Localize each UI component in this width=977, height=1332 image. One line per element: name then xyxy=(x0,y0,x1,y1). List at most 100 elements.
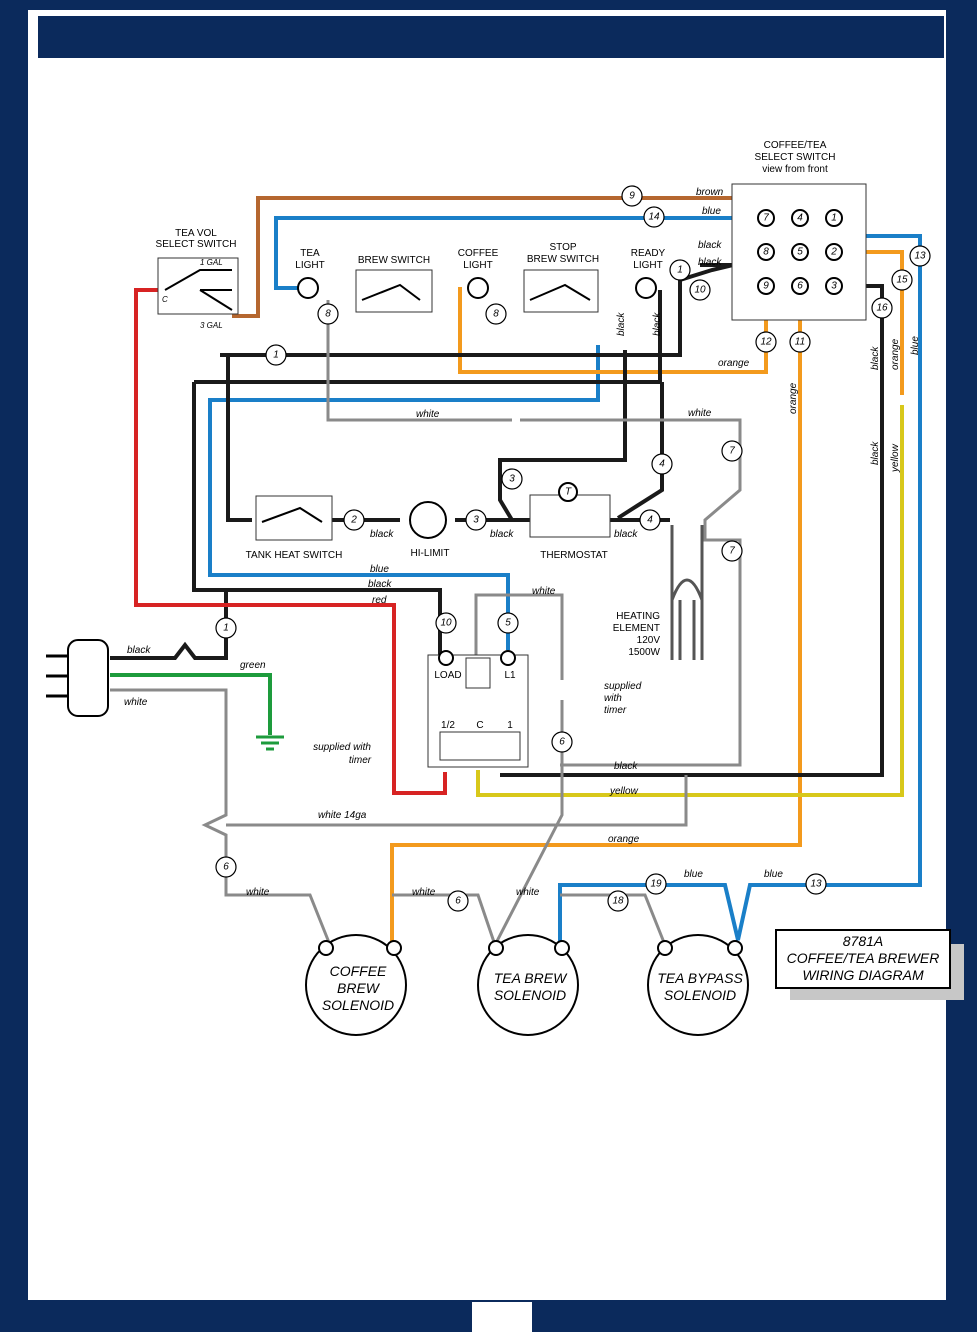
bubble-7-b xyxy=(721,540,743,562)
wire-black-6 xyxy=(498,350,627,522)
heating-element-label-3: 120V xyxy=(637,635,661,646)
label-white-sol-2: white xyxy=(412,887,436,898)
bubble-15 xyxy=(891,269,913,291)
timer-load-label: LOAD xyxy=(434,670,461,681)
supplied-with-timer-b1: supplied xyxy=(604,681,642,692)
wire-white-4 xyxy=(226,775,688,827)
wire-white-7 xyxy=(560,893,667,946)
tea-vol-label-2: SELECT SWITCH xyxy=(156,239,237,250)
bubble-8-a xyxy=(317,303,339,325)
bubble-19-text: 19 xyxy=(650,879,662,890)
label-red: red xyxy=(372,595,387,606)
label-brown: brown xyxy=(696,187,724,198)
tea-solenoid-terminal-b xyxy=(554,940,570,956)
terminal-5: 5 xyxy=(797,247,803,258)
bubble-1-top-text: 1 xyxy=(677,265,683,276)
bubble-10-top-text: 10 xyxy=(694,285,706,296)
bubble-18-text: 18 xyxy=(612,896,624,907)
coffee-solenoid-label-1: COFFEE xyxy=(330,963,387,979)
timer-1-label: 1 xyxy=(507,720,513,731)
bubble-7-a xyxy=(721,440,743,462)
label-white-1: white xyxy=(416,409,440,420)
label-black-v2: black xyxy=(652,312,663,336)
wire-black-plug xyxy=(110,590,228,660)
timer-c-label: C xyxy=(476,720,483,731)
bypass-solenoid-label-2: SOLENOID xyxy=(664,987,736,1003)
label-orange-v: orange xyxy=(788,382,799,414)
timer-half-label: 1/2 xyxy=(441,720,455,731)
supplied-with-timer-b3: timer xyxy=(604,705,627,716)
tea-solenoid-label-1: TEA BREW xyxy=(494,970,568,986)
bubble-16 xyxy=(871,297,893,319)
label-blue-mid: blue xyxy=(370,564,389,575)
heating-element xyxy=(670,525,704,660)
wire-white-3 xyxy=(110,688,332,946)
bubble-6-left xyxy=(215,856,237,878)
coffee-brew-solenoid xyxy=(305,934,407,1036)
brew-switch-label: BREW SWITCH xyxy=(358,255,430,266)
bubble-3-text: 3 xyxy=(473,515,479,526)
bubble-5 xyxy=(497,612,519,634)
stop-brew-switch-contact xyxy=(529,283,591,301)
bubble-13-text: 13 xyxy=(810,879,822,890)
timer-inner xyxy=(439,731,521,761)
bubble-8-b xyxy=(485,303,507,325)
wire-white-5 xyxy=(392,893,497,946)
bubble-10-text: 10 xyxy=(440,618,452,629)
thermostat-t: T xyxy=(565,487,572,498)
bypass-solenoid-terminal-b xyxy=(727,940,743,956)
coffee-solenoid-label-3: SOLENOID xyxy=(322,997,394,1013)
wire-white-8 xyxy=(474,593,564,680)
ground-symbol xyxy=(256,735,284,751)
label-orange-12: orange xyxy=(718,358,750,369)
label-yellow-bottom: yellow xyxy=(609,786,639,797)
bubble-2-text: 2 xyxy=(350,515,357,526)
bubble-1-left-text: 1 xyxy=(273,350,279,361)
stop-brew-switch-body xyxy=(523,269,599,313)
label-black-4: black xyxy=(614,529,638,540)
hi-limit-label: HI-LIMIT xyxy=(411,548,450,559)
bubble-6-timer-text: 6 xyxy=(559,737,565,748)
label-white-2: white xyxy=(688,408,712,419)
label-orange-bottom: orange xyxy=(608,834,640,845)
title-box-line-1: 8781A xyxy=(843,933,883,949)
title-box-line-2: COFFEE/TEA BREWER xyxy=(787,950,940,966)
supplied-with-timer-b2: with xyxy=(604,693,622,704)
label-black-a: black xyxy=(698,240,722,251)
bubble-4-v-text: 4 xyxy=(659,459,665,470)
wire-green xyxy=(110,673,272,735)
terminal-4: 4 xyxy=(797,213,803,224)
bubble-11-text: 11 xyxy=(795,337,805,348)
tea-solenoid-terminal-a xyxy=(488,940,504,956)
bubble-13 xyxy=(805,873,827,895)
label-black-bottom: black xyxy=(614,761,638,772)
coffee-tea-switch-terminals xyxy=(757,209,843,295)
bubble-3-v-text: 3 xyxy=(509,474,515,485)
label-blue-top: blue xyxy=(702,206,721,217)
coffee-light xyxy=(467,277,489,299)
supplied-with-timer-2: timer xyxy=(349,755,372,766)
bubble-1-plug xyxy=(215,617,237,639)
bubble-9 xyxy=(621,185,643,207)
timer-block xyxy=(465,657,491,689)
coffee-tea-switch-label-2: SELECT SWITCH xyxy=(755,152,836,163)
wire-white-2 xyxy=(520,418,742,767)
coffee-light-label-1: COFFEE xyxy=(458,248,499,259)
thermostat-label: THERMOSTAT xyxy=(540,550,607,561)
header-bar xyxy=(38,16,944,58)
bubble-14 xyxy=(643,206,665,228)
tea-solenoid-label-2: SOLENOID xyxy=(494,987,566,1003)
timer-l1-terminal xyxy=(500,650,516,666)
stop-brew-label-2: BREW SWITCH xyxy=(527,254,599,265)
label-black-plug: black xyxy=(127,645,151,656)
tea-bypass-solenoid xyxy=(647,934,749,1036)
label-white-sol-3: white xyxy=(516,887,540,898)
tea-light-label-1: TEA xyxy=(300,248,320,259)
label-white-sol-1: white xyxy=(246,887,270,898)
terminal-2: 2 xyxy=(830,247,837,258)
heating-element-label-1: HEATING xyxy=(616,611,660,622)
footer-gap xyxy=(472,1302,532,1332)
tea-light-label-2: LIGHT xyxy=(295,260,324,271)
bubble-11 xyxy=(789,331,811,353)
